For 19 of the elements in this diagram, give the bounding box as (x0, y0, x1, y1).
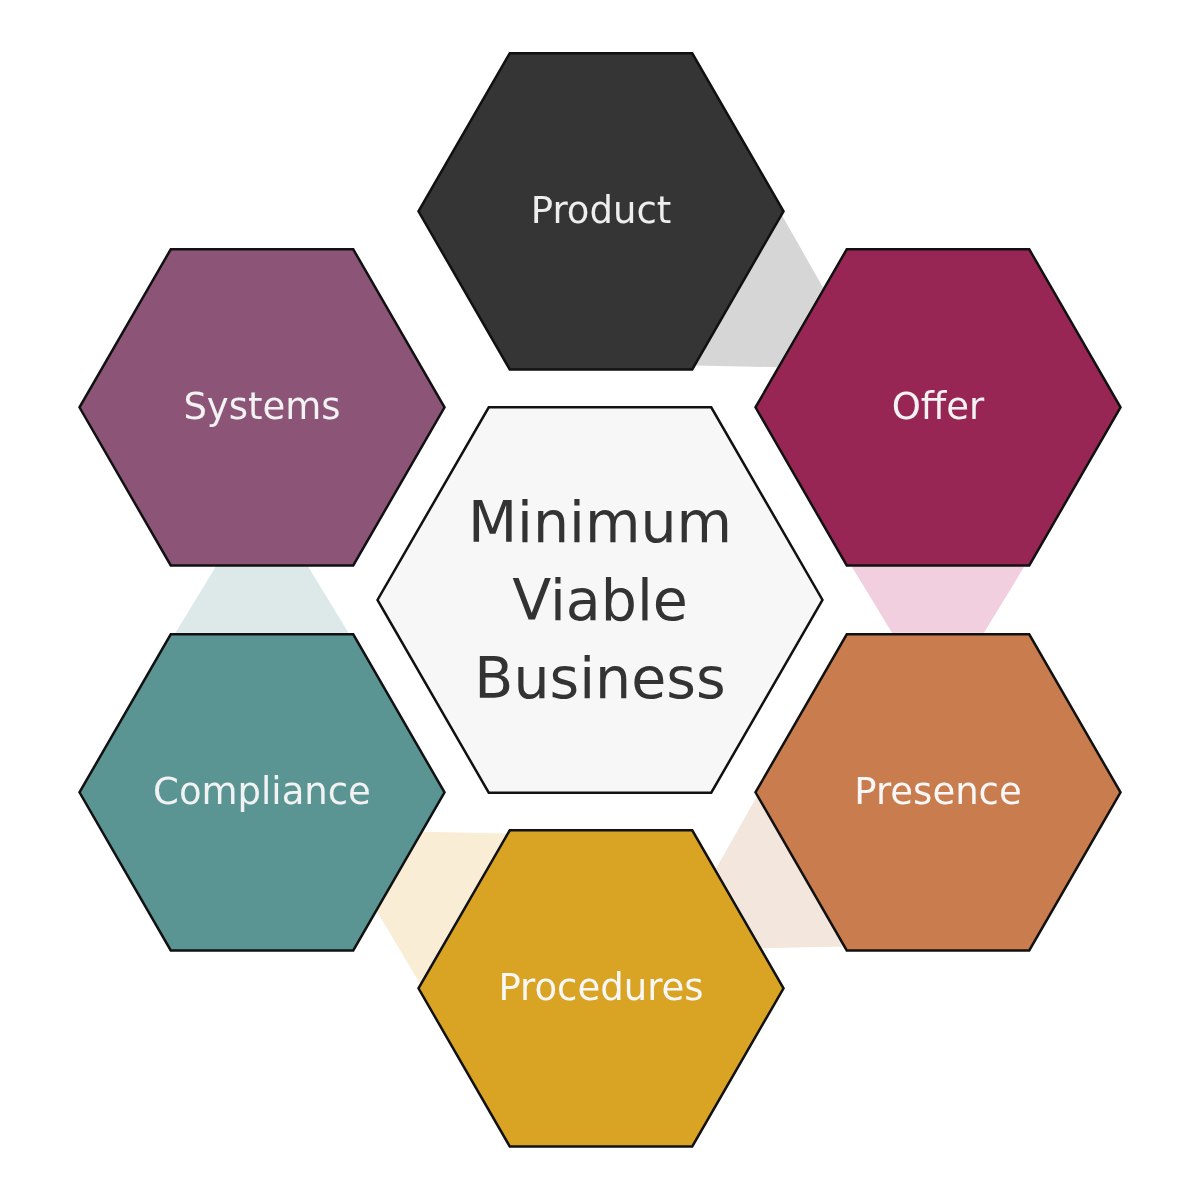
hexagon-label: Presence (854, 770, 1022, 814)
hexagon (78, 632, 446, 952)
connector-band (377, 831, 507, 984)
hexagon (376, 406, 824, 794)
hexagon-label: Procedures (498, 966, 704, 1010)
connector-band (175, 566, 349, 633)
hexagon (754, 247, 1122, 567)
hexagon-label: Product (530, 189, 672, 233)
hexagon-label: Systems (183, 385, 341, 429)
hexagon (78, 247, 446, 567)
hexagon (417, 828, 785, 1148)
connector-band (716, 796, 844, 949)
hexagon-label: Offer (891, 385, 985, 429)
center-title: Minimum Viable Business (466, 488, 734, 713)
connector-band (695, 215, 823, 368)
hexagon-label: Compliance (153, 770, 371, 814)
hexagon (754, 632, 1122, 952)
hexagon (417, 51, 785, 371)
connector-band (851, 566, 1025, 633)
